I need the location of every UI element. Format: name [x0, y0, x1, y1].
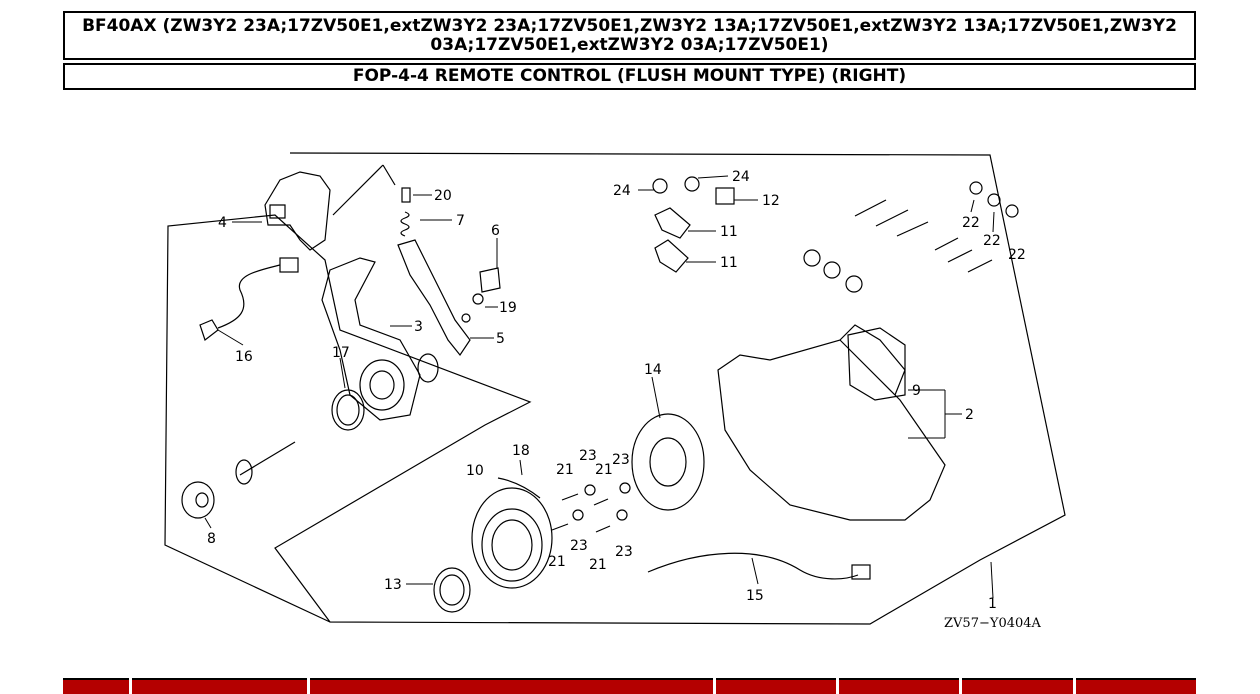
callout-19[interactable]: 19 — [499, 300, 517, 316]
part-24-rings[interactable] — [652, 176, 700, 194]
callout-23c[interactable]: 23 — [570, 538, 588, 554]
callout-21c[interactable]: 21 — [548, 554, 566, 570]
callout-23a[interactable]: 23 — [579, 448, 597, 464]
part-23-washers[interactable] — [572, 482, 631, 521]
callout-20[interactable]: 20 — [434, 188, 452, 204]
callout-4[interactable]: 4 — [218, 215, 227, 231]
part-16-switch-harness[interactable] — [199, 257, 299, 341]
part-17-o-ring[interactable] — [331, 389, 365, 431]
table-header-cell — [961, 678, 1074, 694]
table-header-cell — [1076, 678, 1196, 694]
callout-24b[interactable]: 24 — [732, 169, 750, 185]
part-20-bolt[interactable] — [401, 187, 411, 203]
callout-11b[interactable]: 11 — [720, 255, 738, 271]
callout-6[interactable]: 6 — [491, 223, 500, 239]
parts-table-header — [63, 678, 1196, 694]
callout-10[interactable]: 10 — [466, 463, 484, 479]
part-5-shift-arm[interactable] — [397, 239, 471, 357]
callout-21d[interactable]: 21 — [589, 557, 607, 573]
callout-12[interactable]: 12 — [762, 193, 780, 209]
part-4-lever-knob[interactable] — [264, 164, 396, 251]
section-title: FOP-4-4 REMOTE CONTROL (FLUSH MOUNT TYPE… — [352, 66, 907, 86]
callout-24a[interactable]: 24 — [613, 183, 631, 199]
callout-22c[interactable]: 22 — [1008, 247, 1026, 263]
part-12-clip[interactable] — [715, 187, 735, 205]
model-title-box: BF40AX (ZW3Y2 23A;17ZV50E1,extZW3Y2 23A;… — [63, 11, 1196, 60]
callout-21a[interactable]: 21 — [556, 462, 574, 478]
leader-lines — [204, 175, 995, 599]
diagram-reference-code: ZV57−Y0404A — [944, 616, 1042, 631]
part-shaft[interactable] — [235, 441, 296, 485]
table-header-cell — [838, 678, 959, 694]
callout-21b[interactable]: 21 — [595, 462, 613, 478]
callout-23d[interactable]: 23 — [615, 544, 633, 560]
callout-1[interactable]: 1 — [988, 596, 997, 612]
part-14-plate[interactable] — [631, 413, 705, 511]
part-7-spring[interactable] — [400, 211, 410, 237]
callout-8[interactable]: 8 — [207, 531, 216, 547]
table-header-cell — [131, 678, 308, 694]
callout-17[interactable]: 17 — [332, 345, 350, 361]
table-header-cell — [63, 678, 129, 694]
callout-23b[interactable]: 23 — [612, 452, 630, 468]
callout-15[interactable]: 15 — [746, 588, 764, 604]
callout-22a[interactable]: 22 — [962, 215, 980, 231]
callout-18[interactable]: 18 — [512, 443, 530, 459]
part-11-cable-clips[interactable] — [654, 207, 691, 273]
callout-labels: 4 20 7 6 19 5 3 17 16 8 10 18 13 14 21 2… — [207, 169, 1042, 631]
table-header-cell — [716, 678, 836, 694]
callout-2[interactable]: 2 — [965, 407, 974, 423]
callout-3[interactable]: 3 — [414, 319, 423, 335]
callout-11a[interactable]: 11 — [720, 224, 738, 240]
part-3-throttle-arm[interactable] — [321, 257, 439, 421]
part-8-cap[interactable] — [181, 481, 215, 519]
part-6-lever-plate[interactable] — [479, 267, 501, 293]
callout-7[interactable]: 7 — [456, 213, 465, 229]
part-19-screw[interactable] — [461, 293, 484, 323]
callout-5[interactable]: 5 — [496, 331, 505, 347]
callout-9[interactable]: 9 — [912, 383, 921, 399]
callout-13[interactable]: 13 — [384, 577, 402, 593]
part-9-grommet-plate[interactable] — [847, 327, 906, 401]
boundary-outline — [164, 152, 1066, 625]
part-21-screws[interactable] — [551, 493, 611, 533]
model-title: BF40AX (ZW3Y2 23A;17ZV50E1,extZW3Y2 23A;… — [82, 16, 1177, 55]
part-15-wire-harness[interactable] — [647, 552, 871, 580]
part-18-gasket[interactable] — [497, 477, 541, 499]
part-10-cover[interactable] — [471, 487, 553, 589]
table-header-cell — [310, 678, 714, 694]
callout-22b[interactable]: 22 — [983, 233, 1001, 249]
callout-16[interactable]: 16 — [235, 349, 253, 365]
section-title-box: FOP-4-4 REMOTE CONTROL (FLUSH MOUNT TYPE… — [63, 63, 1196, 90]
part-13-gear-ring[interactable] — [433, 567, 471, 613]
part-22-fasteners[interactable] — [803, 181, 1019, 293]
part-2-housing[interactable] — [717, 324, 946, 521]
callout-14[interactable]: 14 — [644, 362, 662, 378]
